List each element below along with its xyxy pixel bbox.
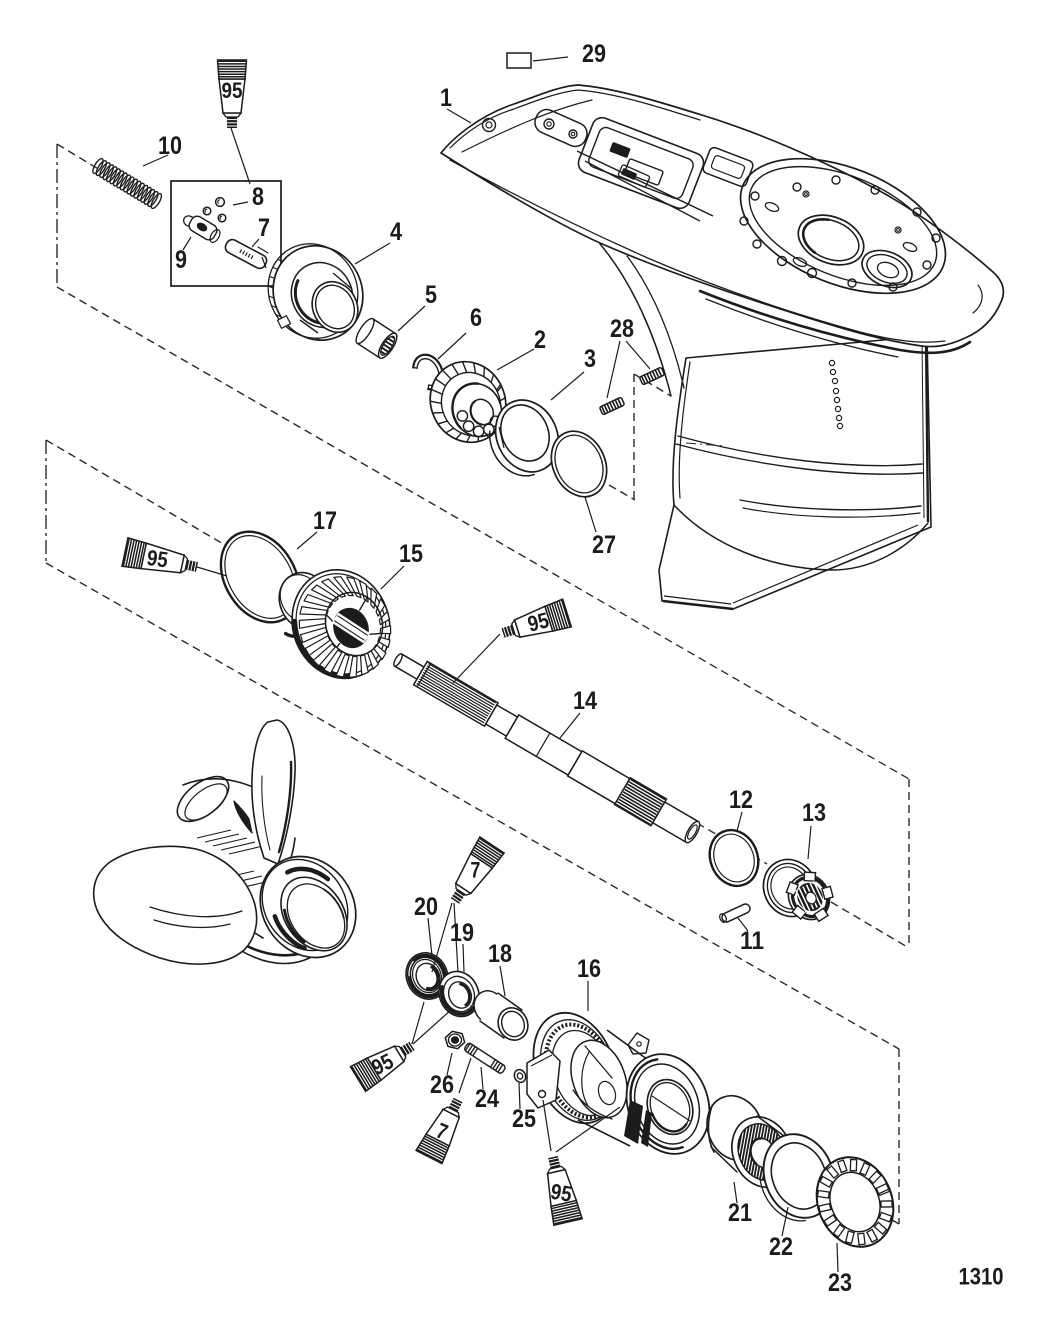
svg-text:15: 15 [399, 540, 423, 568]
svg-text:3: 3 [584, 345, 596, 373]
svg-text:24: 24 [475, 1085, 499, 1113]
svg-text:13: 13 [802, 799, 826, 827]
svg-text:1310: 1310 [959, 1264, 1004, 1291]
svg-text:19: 19 [450, 919, 474, 947]
svg-text:6: 6 [470, 304, 482, 332]
svg-text:27: 27 [592, 531, 616, 559]
svg-text:7: 7 [258, 214, 270, 242]
svg-text:11: 11 [740, 927, 764, 955]
svg-text:18: 18 [488, 940, 512, 968]
svg-text:25: 25 [512, 1105, 536, 1133]
svg-text:21: 21 [728, 1199, 752, 1227]
svg-text:20: 20 [414, 893, 438, 921]
svg-text:95: 95 [145, 545, 169, 573]
svg-text:17: 17 [313, 507, 337, 535]
svg-text:16: 16 [577, 955, 601, 983]
svg-text:7: 7 [470, 858, 480, 883]
svg-text:2: 2 [534, 326, 546, 354]
svg-text:8: 8 [252, 183, 264, 211]
svg-text:26: 26 [430, 1071, 454, 1099]
svg-text:1: 1 [440, 84, 452, 112]
svg-text:10: 10 [158, 132, 182, 160]
svg-text:23: 23 [828, 1269, 852, 1297]
svg-text:22: 22 [769, 1233, 793, 1261]
svg-text:4: 4 [390, 218, 402, 246]
svg-text:29: 29 [582, 40, 606, 68]
svg-text:12: 12 [729, 786, 753, 814]
svg-text:28: 28 [610, 315, 634, 343]
svg-text:95: 95 [549, 1179, 574, 1207]
svg-text:9: 9 [175, 246, 187, 274]
svg-text:5: 5 [425, 281, 437, 309]
svg-text:14: 14 [573, 687, 597, 715]
svg-text:95: 95 [222, 78, 243, 103]
